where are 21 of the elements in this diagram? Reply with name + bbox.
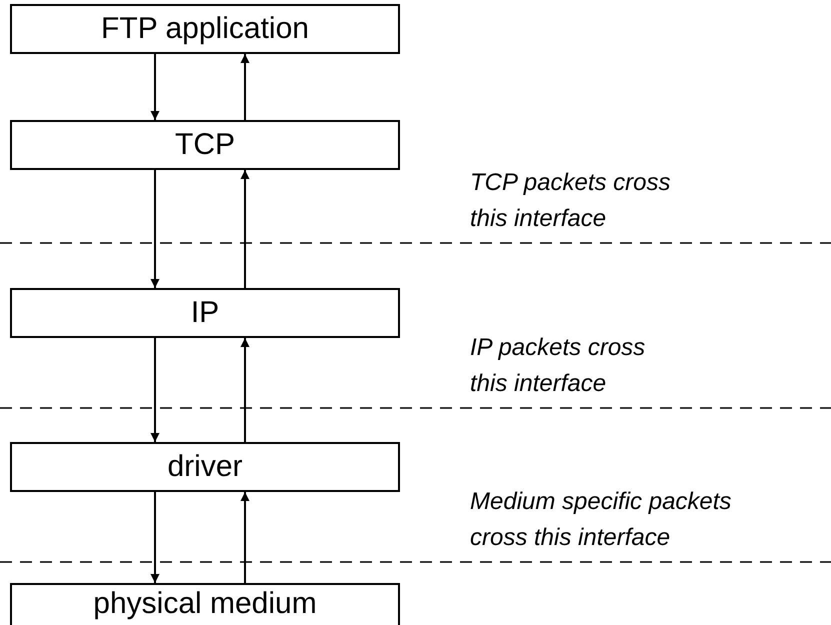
interface-note: TCP packets cross this interface (470, 168, 672, 234)
arrow (150, 170, 160, 288)
arrow (240, 170, 250, 288)
layer-name: IP (190, 296, 220, 330)
arrow (240, 338, 250, 442)
layer-box (10, 288, 400, 338)
interface-note: IP packets cross this interface (470, 333, 646, 399)
arrow (150, 338, 160, 442)
layer-box (10, 442, 400, 492)
layer-box (10, 4, 400, 54)
arrow (150, 54, 160, 120)
layer-name: driver (167, 450, 242, 484)
layer-name: physical medium (93, 586, 317, 622)
arrow (240, 492, 250, 583)
interface-note: Medium specific packets cross this interface (470, 487, 732, 553)
layer-name: TCP (175, 128, 235, 162)
layer-name: FTP application (101, 12, 309, 46)
arrow (150, 492, 160, 583)
layer-box (10, 583, 400, 625)
layer-box (10, 120, 400, 170)
arrow (240, 54, 250, 120)
